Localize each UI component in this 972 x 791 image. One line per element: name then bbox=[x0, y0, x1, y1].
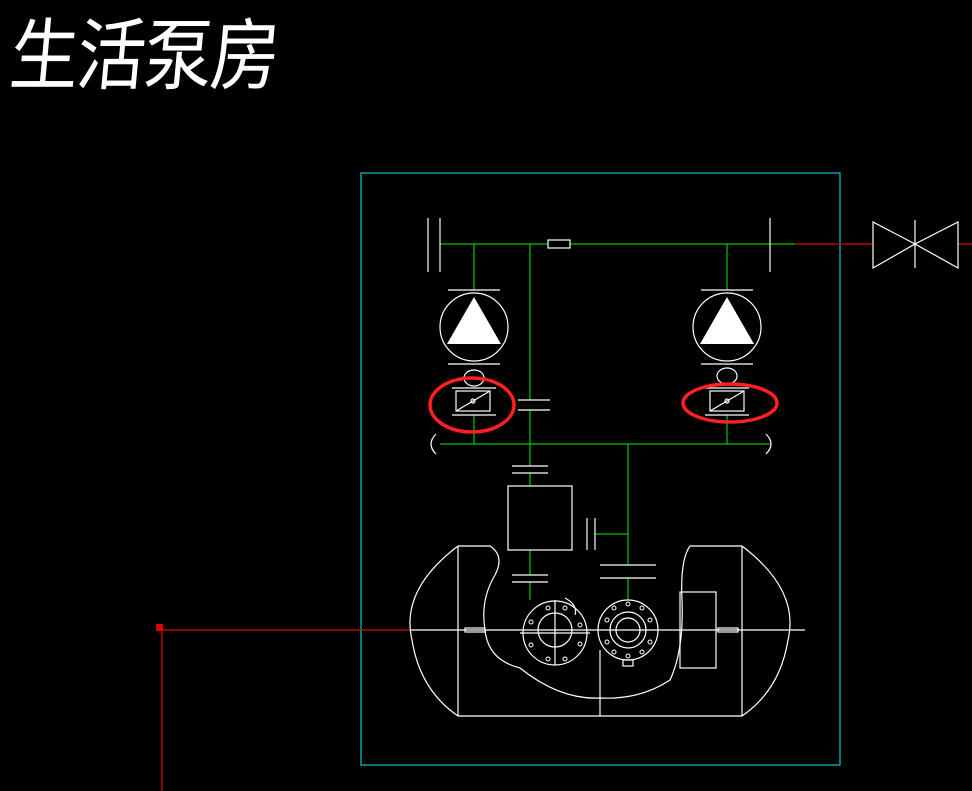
pressure-tank-icon bbox=[409, 545, 805, 717]
highlight-ellipse-right bbox=[681, 382, 779, 424]
top-header-pipe bbox=[440, 243, 795, 600]
control-box bbox=[507, 485, 573, 551]
pump-icon[interactable] bbox=[692, 289, 762, 385]
header-end-caps bbox=[430, 433, 772, 455]
pump-icon[interactable] bbox=[439, 289, 509, 387]
check-valve-icon[interactable] bbox=[705, 387, 749, 416]
flange-bolts bbox=[528, 601, 653, 662]
red-inlet-pipe bbox=[161, 629, 410, 791]
gate-valve-icon[interactable] bbox=[872, 220, 959, 270]
header-reducer bbox=[547, 239, 571, 249]
pipe-endpoint-marker bbox=[156, 624, 163, 631]
highlight-ellipse-left bbox=[428, 376, 516, 434]
flange-icon bbox=[427, 218, 771, 583]
pump-room-outline bbox=[360, 172, 841, 766]
check-valve-icon[interactable] bbox=[452, 387, 496, 416]
